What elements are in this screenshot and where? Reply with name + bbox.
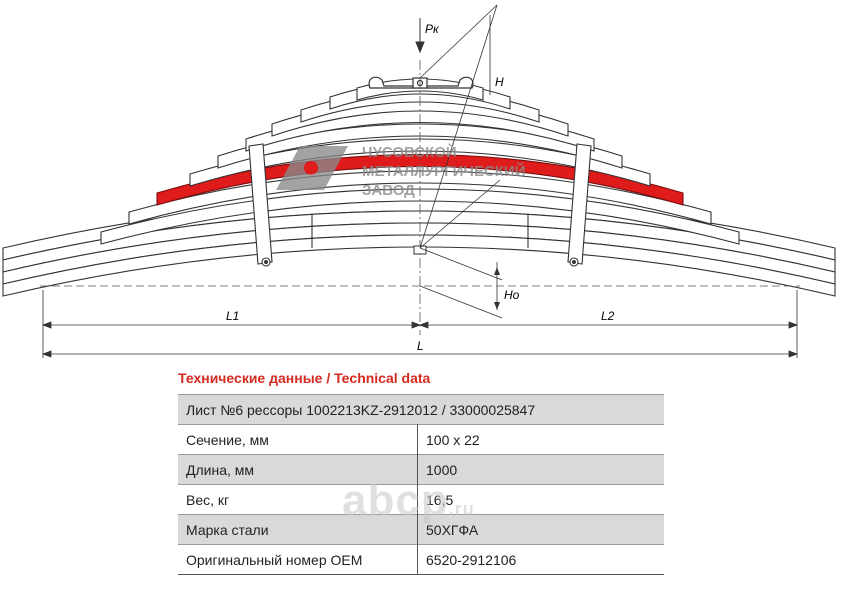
spec-label: Марка стали (178, 514, 418, 545)
company-logo: ЧУСОВСКОЙ МЕТАЛЛУРГИЧЕСКИЙ ЗАВОД (276, 143, 526, 199)
spec-header: Лист №6 рессоры 1002213KZ-2912012 / 3300… (178, 394, 664, 425)
logo-emblem-dot (304, 161, 318, 175)
spec-row: Марка стали 50ХГФА (178, 514, 664, 545)
spec-value: 100 х 22 (417, 424, 664, 455)
leaf-14 (356, 78, 484, 101)
main-leaf-4 (2, 234, 836, 297)
camber-dimension (419, 247, 503, 319)
spec-value: 16,5 (417, 484, 664, 515)
spec-row: Сечение, мм 100 х 22 (178, 424, 664, 455)
logo-line-3: ЗАВОД (362, 182, 415, 199)
watermark: abcp.ru (342, 476, 475, 526)
camber-arrow-top (494, 267, 500, 275)
spec-value: 50ХГФА (417, 514, 664, 545)
force-label: Pк (425, 22, 440, 36)
camber-label: Hо (504, 288, 520, 302)
spec-row: Вес, кг 16,5 (178, 484, 664, 515)
l2-label: L2 (601, 309, 615, 323)
spec-row: Оригинальный номер OEM 6520-2912106 (178, 544, 664, 575)
spec-value: 6520-2912106 (417, 544, 664, 575)
spec-label: Длина, мм (178, 454, 418, 485)
watermark-text: abcp (342, 476, 449, 525)
spring-leaves (2, 78, 836, 297)
spec-value: 1000 (417, 454, 664, 485)
spec-row: Длина, мм 1000 (178, 454, 664, 485)
logo-line-2: МЕТАЛЛУРГИЧЕСКИЙ (362, 162, 526, 180)
force-arrow (415, 18, 425, 54)
height-label: H (495, 75, 504, 89)
spec-label: Вес, кг (178, 484, 418, 515)
length-dimension (41, 350, 799, 358)
height-dimension (419, 4, 501, 249)
left-clip (248, 143, 273, 267)
spec-header-row: Лист №6 рессоры 1002213KZ-2912012 / 3300… (178, 394, 664, 425)
spec-label: Сечение, мм (178, 424, 418, 455)
l1-l2-dimension (41, 290, 799, 358)
logo-line-1: ЧУСОВСКОЙ (362, 143, 457, 161)
leaf-9 (217, 123, 623, 169)
l1-label: L1 (226, 309, 239, 323)
camber-arrow-bottom (494, 302, 500, 310)
spec-table: Лист №6 рессоры 1002213KZ-2912012 / 3300… (178, 394, 664, 575)
watermark-suffix: .ru (448, 499, 475, 519)
right-clip (567, 143, 592, 267)
spec-title: Технические данные / Technical data (178, 370, 431, 386)
length-label: L (417, 339, 424, 353)
spec-label: Оригинальный номер OEM (178, 544, 418, 575)
